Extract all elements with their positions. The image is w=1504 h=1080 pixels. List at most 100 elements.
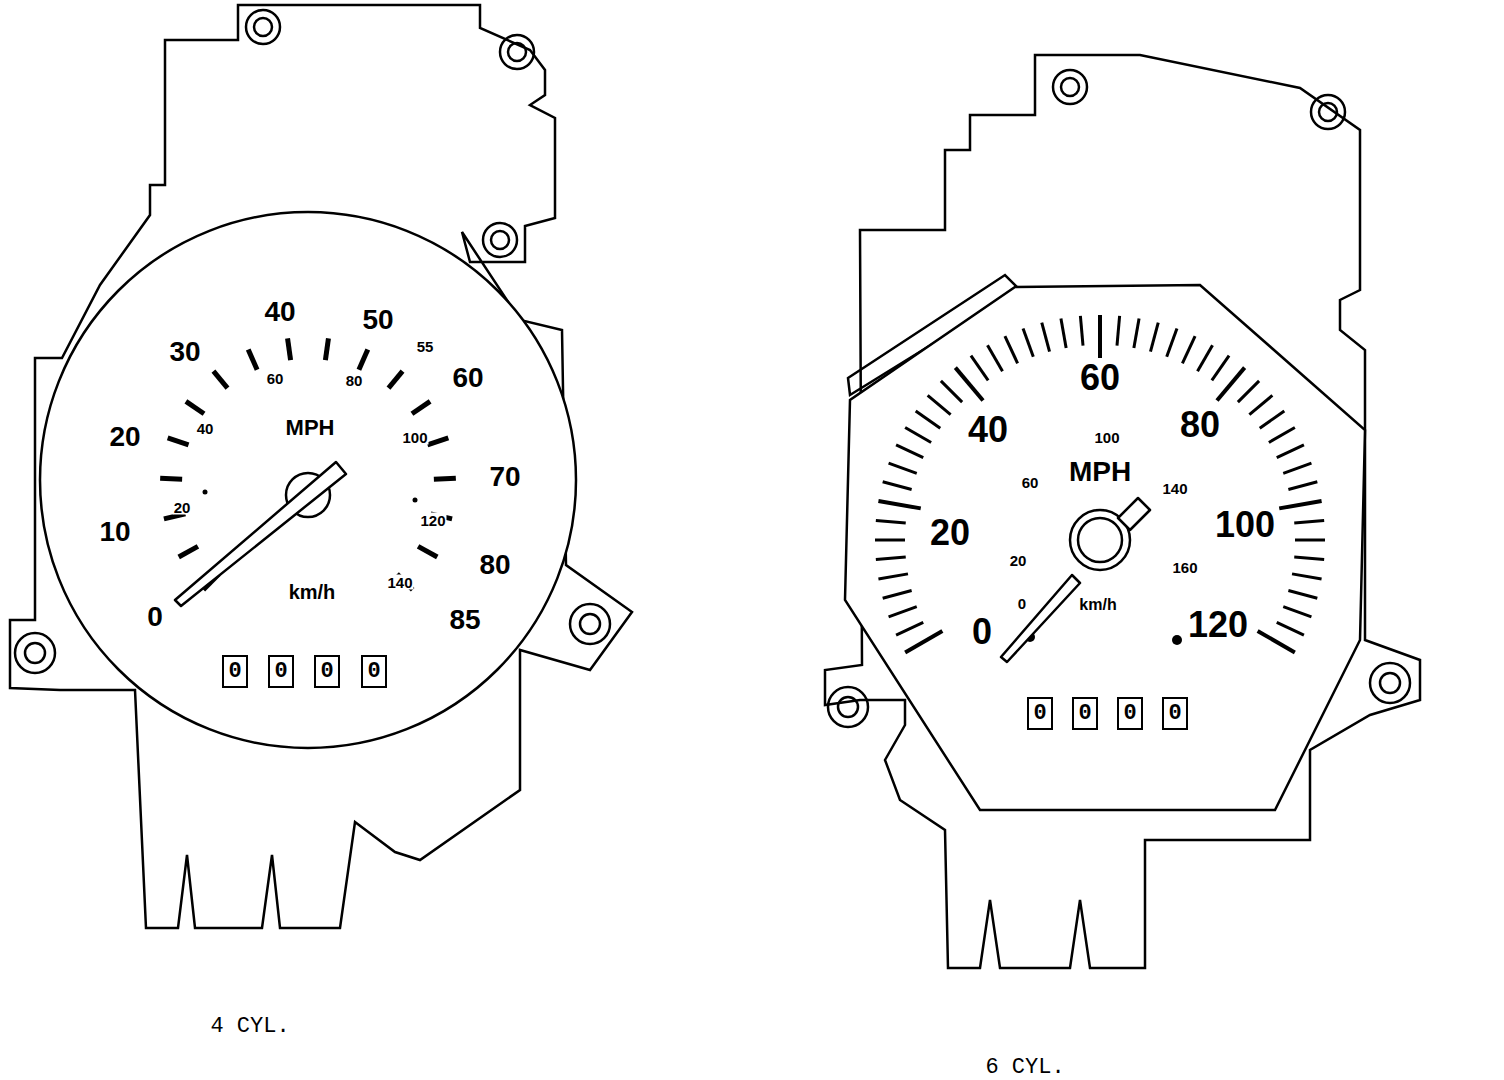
tick-mark	[1117, 316, 1120, 346]
dial-number: 120	[419, 513, 446, 528]
tick-mark	[875, 539, 905, 542]
dial-number: 60	[1021, 475, 1040, 490]
tick-mark	[388, 371, 402, 388]
odometer-digit-text: 0	[1168, 703, 1181, 725]
odometer-digit-text: 0	[1033, 703, 1046, 725]
dial-number: 140	[386, 575, 413, 590]
tick-mark	[1283, 607, 1311, 617]
dial-number: 0	[971, 614, 993, 650]
dial-number: 0	[146, 603, 164, 631]
tick-mark	[1294, 557, 1324, 560]
odometer-digit-text: 0	[320, 661, 333, 683]
tick-mark	[1277, 445, 1304, 458]
dial-number: 80	[345, 373, 364, 388]
dial-number: 60	[451, 364, 484, 392]
odometer-digit: 0	[268, 655, 294, 688]
dial-number: 85	[448, 606, 481, 634]
tick-mark	[1005, 336, 1018, 363]
tick-mark	[1269, 428, 1295, 443]
tick-mark	[1279, 501, 1321, 508]
odometer-digit: 0	[1072, 697, 1098, 730]
tick-mark	[1277, 622, 1304, 635]
dial-number: 80	[1179, 407, 1221, 443]
dial-number: 100	[1214, 507, 1276, 543]
tick-mark	[248, 350, 257, 370]
tick-mark	[288, 338, 291, 360]
tick-mark	[1150, 323, 1158, 352]
dial-number: MPH	[1068, 458, 1132, 486]
tick-mark	[905, 631, 942, 653]
tick-mark	[418, 546, 437, 557]
tick-mark	[889, 463, 917, 473]
tick-mark	[1295, 539, 1325, 542]
dial-number: 10	[98, 518, 131, 546]
dial-number: 30	[168, 338, 201, 366]
tick-mark	[359, 350, 368, 370]
odometer-digit: 0	[361, 655, 387, 688]
tick-mark	[1061, 318, 1066, 348]
tick-mark	[1294, 520, 1324, 523]
dial-number: 40	[967, 412, 1009, 448]
odometer-digit-text: 0	[1123, 703, 1136, 725]
left-housing	[10, 5, 632, 928]
tick-mark	[325, 338, 328, 360]
caption-label: 4 CYL.	[209, 1016, 290, 1038]
tick-mark	[889, 607, 917, 617]
tick-mark	[1288, 590, 1317, 598]
dial-number: 100	[1093, 430, 1120, 445]
dial-number: 20	[173, 500, 192, 515]
tick-mark	[434, 478, 456, 479]
tick-mark	[186, 401, 204, 413]
tick-mark	[168, 438, 189, 445]
tick-mark	[1258, 631, 1295, 653]
left-dial	[40, 212, 576, 748]
tick-mark	[896, 445, 923, 458]
dial-number: 40	[263, 298, 296, 326]
needles	[175, 462, 1150, 662]
tick-mark	[213, 371, 227, 388]
tick-mark	[896, 622, 923, 635]
tick-mark	[160, 478, 182, 479]
dial-number: 60	[1079, 360, 1121, 396]
odometer-digit-text: 0	[1078, 703, 1091, 725]
dial-number: 20	[108, 423, 141, 451]
tick-mark	[1217, 368, 1245, 401]
tick-mark	[1292, 574, 1322, 579]
tick-mark	[1098, 315, 1102, 358]
tick-mark	[1212, 356, 1229, 381]
dial-number: 140	[1161, 481, 1188, 496]
dial-number: 0	[1017, 596, 1027, 611]
right-dial	[845, 285, 1365, 810]
dial-number: 55	[416, 339, 435, 354]
odometer-digit-text: 0	[367, 661, 380, 683]
tick-mark	[1198, 345, 1213, 371]
dial-number: 40	[196, 421, 215, 436]
tick-mark	[1080, 316, 1083, 346]
tick-mark	[988, 345, 1003, 371]
tick-mark	[878, 501, 920, 508]
tick-mark	[1288, 482, 1317, 490]
tick-marks	[160, 315, 1325, 653]
tick-mark	[876, 557, 906, 560]
dial-number: 80	[478, 551, 511, 579]
tick-mark	[1042, 323, 1050, 352]
odometer-digit-text: 0	[274, 661, 287, 683]
dial-number: km/h	[288, 582, 337, 602]
odometer-digit-text: 0	[228, 661, 241, 683]
tick-mark	[883, 590, 912, 598]
tick-mark	[1238, 381, 1259, 402]
dial-number: 20	[929, 515, 971, 551]
dial-number: 70	[488, 463, 521, 491]
tick-mark	[1023, 329, 1033, 357]
tick-mark	[883, 482, 912, 490]
tick-mark	[955, 368, 983, 401]
tick-mark	[876, 520, 906, 523]
tick-mark	[1260, 411, 1285, 428]
dial-number: 120	[1187, 607, 1249, 643]
odometer-digit: 0	[1162, 697, 1188, 730]
dial-number: 50	[361, 306, 394, 334]
dial-number: km/h	[1078, 597, 1117, 613]
right-housing	[825, 55, 1420, 968]
